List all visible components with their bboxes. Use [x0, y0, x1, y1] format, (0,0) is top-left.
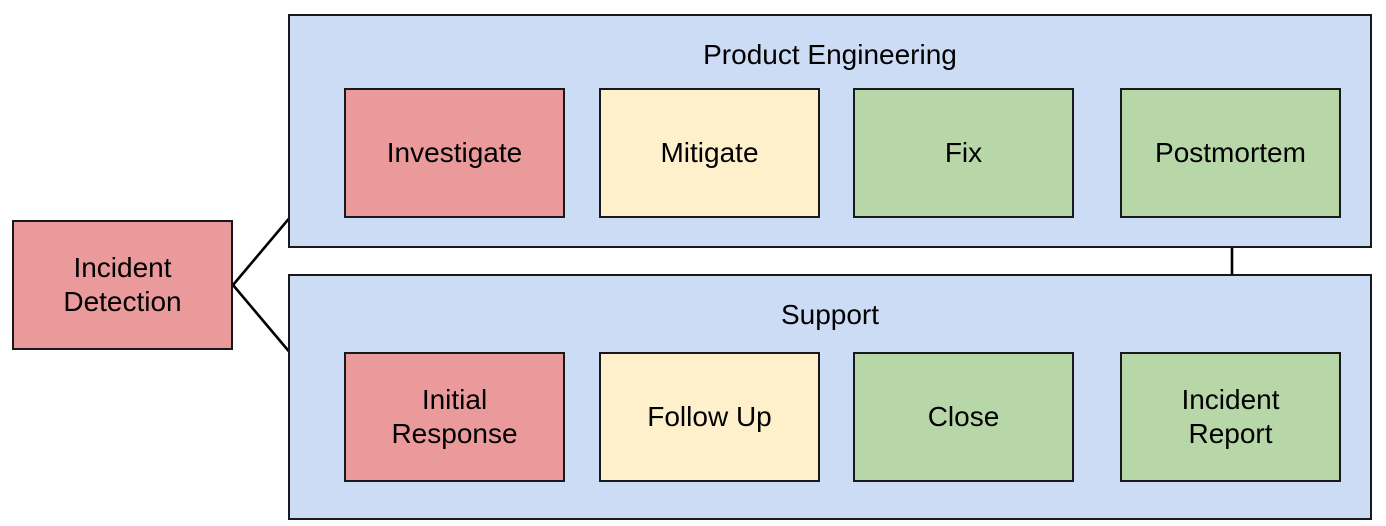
node-postmortem[interactable]: Postmortem [1120, 88, 1341, 218]
node-label-incident-report: Incident Report [1181, 384, 1280, 449]
group-title-product-engineering: Product Engineering [703, 39, 957, 70]
node-mitigate[interactable]: Mitigate [599, 88, 820, 218]
node-follow-up[interactable]: Follow Up [599, 352, 820, 482]
group-title-support: Support [780, 299, 880, 330]
node-close[interactable]: Close [853, 352, 1074, 482]
node-label-close: Close [927, 401, 1000, 432]
node-initial-response[interactable]: Initial Response [344, 352, 565, 482]
node-label-incident-detection: Incident Detection [63, 252, 182, 317]
node-label-mitigate: Mitigate [660, 137, 759, 168]
node-label-initial-response: Initial Response [391, 384, 518, 449]
node-label-follow-up: Follow Up [647, 401, 772, 432]
node-incident-detection[interactable]: Incident Detection [12, 220, 233, 350]
node-label-fix: Fix [944, 137, 983, 168]
node-fix[interactable]: Fix [853, 88, 1074, 218]
node-label-investigate: Investigate [386, 137, 523, 168]
node-investigate[interactable]: Investigate [344, 88, 565, 218]
node-incident-report[interactable]: Incident Report [1120, 352, 1341, 482]
node-label-postmortem: Postmortem [1155, 137, 1306, 168]
